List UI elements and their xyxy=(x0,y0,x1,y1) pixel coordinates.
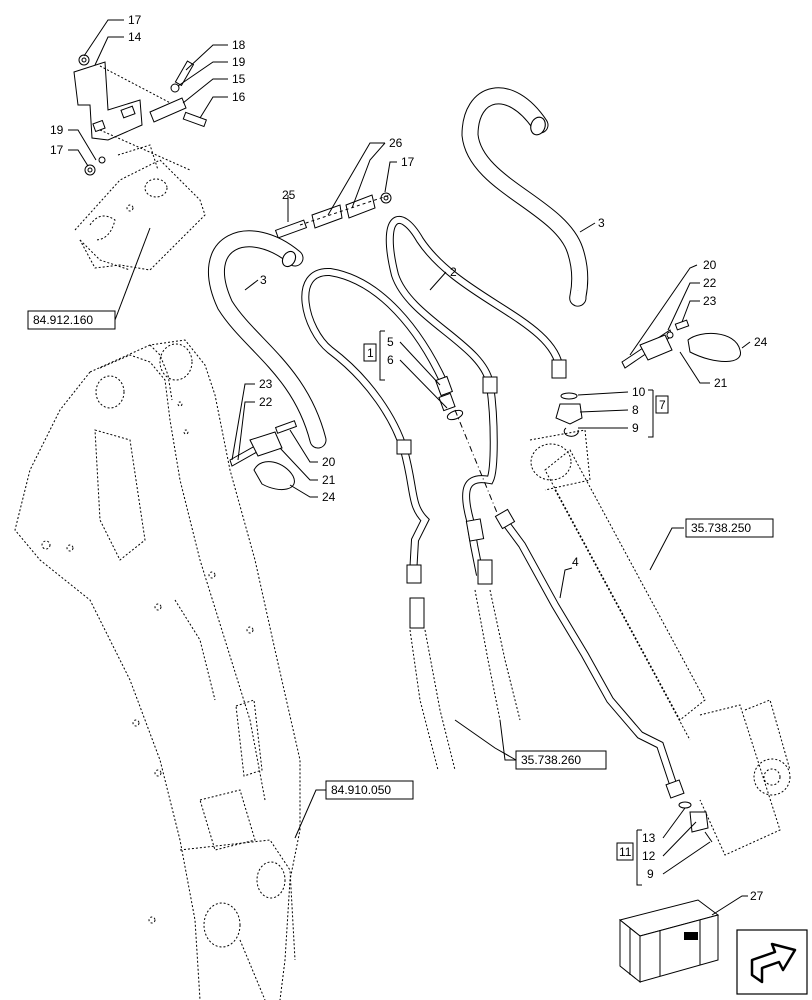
callout-24: 24 xyxy=(322,490,336,504)
cylinder-rod-35.738.260 xyxy=(409,589,521,771)
tube-4 xyxy=(494,508,685,799)
callout-14: 14 xyxy=(128,30,142,44)
group-box-11: 11 xyxy=(616,842,634,861)
callout-26: 26 xyxy=(389,136,403,150)
callout-25: 25 xyxy=(282,188,296,202)
ref-label: 35.738.260 xyxy=(521,753,581,767)
hose-3-right xyxy=(461,87,589,307)
mounting-bracket-14 xyxy=(73,61,191,171)
callout-3: 3 xyxy=(598,216,605,230)
leader-lines xyxy=(68,19,751,916)
callout-labels: 17 14 18 19 15 16 19 17 26 17 25 3 3 2 2… xyxy=(50,13,768,903)
callout-19: 19 xyxy=(50,123,64,137)
callout-22: 22 xyxy=(259,395,273,409)
callout-9: 9 xyxy=(632,421,639,435)
callout-18: 18 xyxy=(232,38,246,52)
tube-2 xyxy=(385,216,567,585)
callout-21: 21 xyxy=(714,376,728,390)
callout-2: 2 xyxy=(450,265,457,279)
callout-5: 5 xyxy=(387,335,394,349)
bolt-16 xyxy=(182,111,208,128)
callout-4: 4 xyxy=(572,555,579,569)
boom-top-assembly xyxy=(74,144,206,271)
group-label-1: 1 xyxy=(367,346,374,360)
group-box-1: 1 xyxy=(363,343,377,362)
callout-10: 10 xyxy=(632,385,646,399)
nut-17-top xyxy=(78,54,90,66)
callout-23: 23 xyxy=(703,294,717,308)
callout-17: 17 xyxy=(128,13,142,27)
hydraulic-cylinder xyxy=(529,429,791,856)
fitting-group-11 xyxy=(678,801,713,843)
ref-box-84.910.050[interactable]: 84.910.050 xyxy=(325,780,414,800)
ref-label: 84.912.160 xyxy=(33,313,93,327)
callout-3: 3 xyxy=(260,273,267,287)
clip-assembly-right xyxy=(621,319,741,369)
loader-arm xyxy=(14,339,301,1000)
callout-6: 6 xyxy=(387,353,394,367)
callout-19: 19 xyxy=(232,55,246,69)
callout-20: 20 xyxy=(322,455,336,469)
group-box-7: 7 xyxy=(655,395,669,414)
tube-5-6 xyxy=(301,267,464,629)
ref-label: 35.738.250 xyxy=(691,521,751,535)
callout-17: 17 xyxy=(401,155,415,169)
callout-12: 12 xyxy=(642,849,656,863)
callout-20: 20 xyxy=(703,258,717,272)
fitting-group-7 xyxy=(555,392,583,437)
ref-box-35.738.250[interactable]: 35.738.250 xyxy=(685,518,774,538)
callout-27: 27 xyxy=(750,889,764,903)
ref-box-35.738.260[interactable]: 35.738.260 xyxy=(515,750,607,770)
callout-15: 15 xyxy=(232,72,246,86)
plate-15 xyxy=(149,97,187,123)
callout-9: 9 xyxy=(647,867,654,881)
callout-22: 22 xyxy=(703,276,717,290)
hose-3-left xyxy=(208,230,327,449)
callout-16: 16 xyxy=(232,90,246,104)
nut-17-lower xyxy=(84,156,106,176)
group-label-7: 7 xyxy=(659,398,666,412)
callout-21: 21 xyxy=(322,473,336,487)
callout-24: 24 xyxy=(754,335,768,349)
ref-label: 84.910.050 xyxy=(331,783,391,797)
shipping-crate-icon xyxy=(618,899,720,984)
callout-8: 8 xyxy=(632,403,639,417)
callout-17: 17 xyxy=(50,143,64,157)
callout-13: 13 xyxy=(642,831,656,845)
group-label-11: 11 xyxy=(619,845,632,859)
next-page-arrow-icon[interactable] xyxy=(736,929,808,995)
clamp-set-26 xyxy=(274,192,392,239)
callout-23: 23 xyxy=(259,377,273,391)
ref-box-84.912.160[interactable]: 84.912.160 xyxy=(27,310,116,330)
